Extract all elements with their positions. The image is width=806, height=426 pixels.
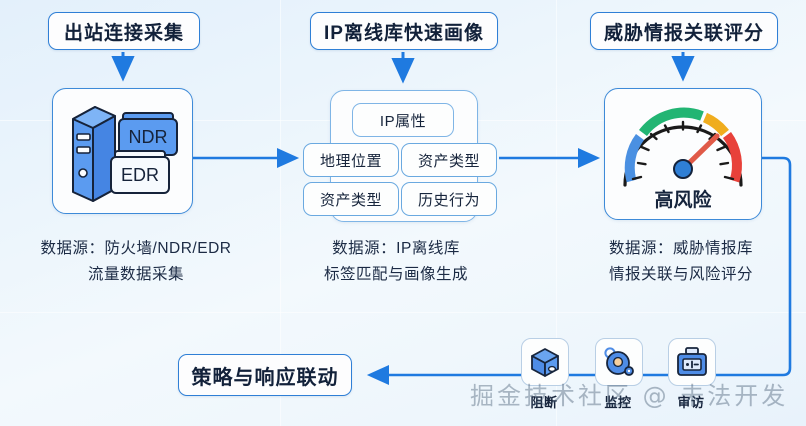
action-tile-block[interactable]: [521, 338, 569, 386]
edr-badge-label: EDR: [121, 165, 159, 185]
scoring-caption-line1: 数据源：威胁情报库: [608, 240, 753, 257]
gauge-seg-blue: [624, 133, 645, 183]
server-icon: [72, 106, 116, 202]
bg-guide-line: [280, 0, 281, 426]
stage-title-profile[interactable]: IP离线库快速画像: [310, 12, 498, 50]
gauge-seg-green: [639, 107, 704, 137]
stage-caption-scoring: 数据源：威胁情报库 情报关联与风险评分: [556, 236, 806, 288]
outcome-label: 策略与响应联动: [191, 366, 339, 389]
edr-folder-icon: [110, 150, 170, 194]
collect-illustration: NDR EDR: [72, 106, 178, 202]
profile-chip-ip-attribute-label: IP属性: [379, 112, 427, 130]
collect-caption-line1: 数据源：防火墙/NDR/EDR: [40, 240, 232, 257]
risk-gauge-icon: 高风险: [623, 107, 743, 211]
scoring-caption-line2: 情报关联与风险评分: [608, 266, 753, 283]
profile-chip-asset-type-2-label: 资产类型: [319, 191, 382, 209]
gauge-seg-yellow: [702, 112, 729, 137]
profile-chip-ip-attribute[interactable]: IP属性: [352, 103, 454, 137]
profile-chip-asset-type-1-label: 资产类型: [417, 152, 480, 170]
profile-chip-history[interactable]: 历史行为: [401, 182, 497, 216]
profile-chip-asset-type-1[interactable]: 资产类型: [401, 143, 497, 177]
profile-caption-line2: 标签匹配与画像生成: [323, 266, 468, 283]
gauge-ticks: [631, 120, 735, 181]
outcome-box[interactable]: 策略与响应联动: [178, 354, 352, 396]
action-label-audit: 审访: [677, 395, 705, 410]
cube-block-icon: [531, 348, 559, 377]
camera-monitor-icon: [604, 347, 634, 376]
stage-title-profile-label: IP离线库快速画像: [324, 22, 484, 44]
gauge-hub: [673, 159, 693, 179]
profile-chip-geo[interactable]: 地理位置: [303, 143, 399, 177]
bg-guide-line: [0, 312, 806, 313]
profile-chip-history-label: 历史行为: [417, 191, 480, 209]
stage-card-collect[interactable]: NDR EDR: [52, 88, 193, 214]
ndr-badge-label: NDR: [129, 127, 168, 147]
stage-caption-collect: 数据源：防火墙/NDR/EDR 流量数据采集: [0, 236, 272, 288]
stage-title-scoring[interactable]: 威胁情报关联评分: [590, 12, 778, 50]
gauge-seg-red: [722, 132, 742, 183]
profile-chip-asset-type-2[interactable]: 资产类型: [303, 182, 399, 216]
watermark-text: 掘金技术社区 @ 未法开发: [470, 382, 789, 410]
briefcase-audit-icon: [677, 347, 707, 376]
stage-caption-profile: 数据源：IP离线库 标签匹配与画像生成: [288, 236, 504, 288]
action-label-block: 阻断: [530, 395, 558, 410]
action-tile-monitor[interactable]: [595, 338, 643, 386]
stage-title-collect[interactable]: 出站连接采集: [48, 12, 200, 50]
action-tile-audit[interactable]: [668, 338, 716, 386]
profile-caption-line1: 数据源：IP离线库: [332, 240, 460, 257]
gauge-label: 高风险: [654, 188, 712, 211]
action-label-monitor: 监控: [604, 395, 632, 410]
stage-title-scoring-label: 威胁情报关联评分: [603, 22, 764, 44]
collect-caption-line2: 流量数据采集: [87, 266, 184, 283]
profile-chip-geo-label: 地理位置: [319, 152, 382, 170]
stage-title-collect-label: 出站连接采集: [63, 22, 184, 44]
stage-card-scoring[interactable]: 高风险: [604, 88, 762, 220]
